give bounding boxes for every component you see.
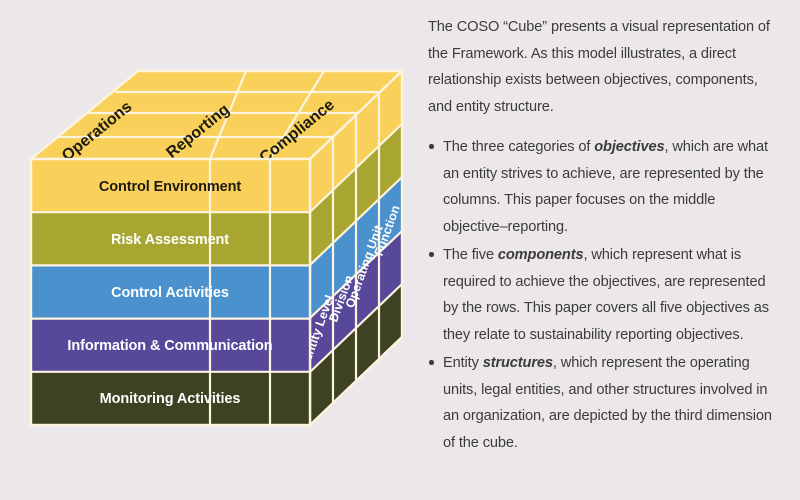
- list-item: The five components, which represent wha…: [428, 242, 776, 348]
- cube-side-face: Entity Level Division Operating Unit Fun…: [300, 68, 404, 428]
- bullet-dot-icon: [429, 360, 434, 365]
- bullet-text-part1: The three categories of: [443, 139, 595, 155]
- component-label-control-environment: Control Environment: [99, 179, 242, 195]
- bullet-text-part1: Entity: [443, 355, 483, 371]
- list-item: The three categories of objectives, whic…: [428, 134, 776, 240]
- cube-top-face: Operations Reporting Compliance: [27, 69, 405, 167]
- side-face-gridlines: [310, 92, 402, 403]
- front-row-2: [31, 212, 310, 266]
- component-label-control-activities: Control Activities: [111, 285, 229, 301]
- front-row-5: [31, 371, 310, 425]
- cube-front-face: Control Environment Risk Assessment Cont…: [29, 157, 312, 427]
- bullet-text-part1: The five: [443, 247, 498, 263]
- front-row-3: [31, 265, 310, 319]
- description-panel: The COSO “Cube” presents a visual repres…: [428, 14, 776, 458]
- list-item: Entity structures, which represent the o…: [428, 350, 776, 456]
- bullet-dot-icon: [429, 144, 434, 149]
- bullet-list: The three categories of objectives, whic…: [428, 134, 776, 456]
- top-face-gridlines: [58, 71, 380, 159]
- front-face-outline: [29, 157, 312, 427]
- component-label-information-communication: Information & Communication: [67, 338, 272, 354]
- bullet-dot-icon: [429, 252, 434, 257]
- cube-diagram: Operations Reporting Compliance: [27, 68, 405, 428]
- component-label-monitoring-activities: Monitoring Activities: [100, 391, 241, 407]
- bullet-text-part2: , which represent the operating units, l…: [443, 355, 772, 451]
- front-row-1: [31, 159, 310, 213]
- component-label-risk-assessment: Risk Assessment: [111, 232, 229, 248]
- bullet-emphasis: components: [497, 247, 584, 263]
- front-row-4: [31, 318, 310, 372]
- bullet-text-part2: , which represent what is required to ac…: [443, 247, 769, 343]
- intro-paragraph: The COSO “Cube” presents a visual repres…: [428, 19, 770, 115]
- front-face-gridlines: [31, 159, 310, 425]
- cube-svg: Operations Reporting Compliance: [27, 68, 405, 428]
- bullet-emphasis: structures: [482, 355, 553, 371]
- bullet-emphasis: objectives: [594, 139, 665, 155]
- bullet-text-part2: , which are what an entity strives to ac…: [443, 139, 768, 235]
